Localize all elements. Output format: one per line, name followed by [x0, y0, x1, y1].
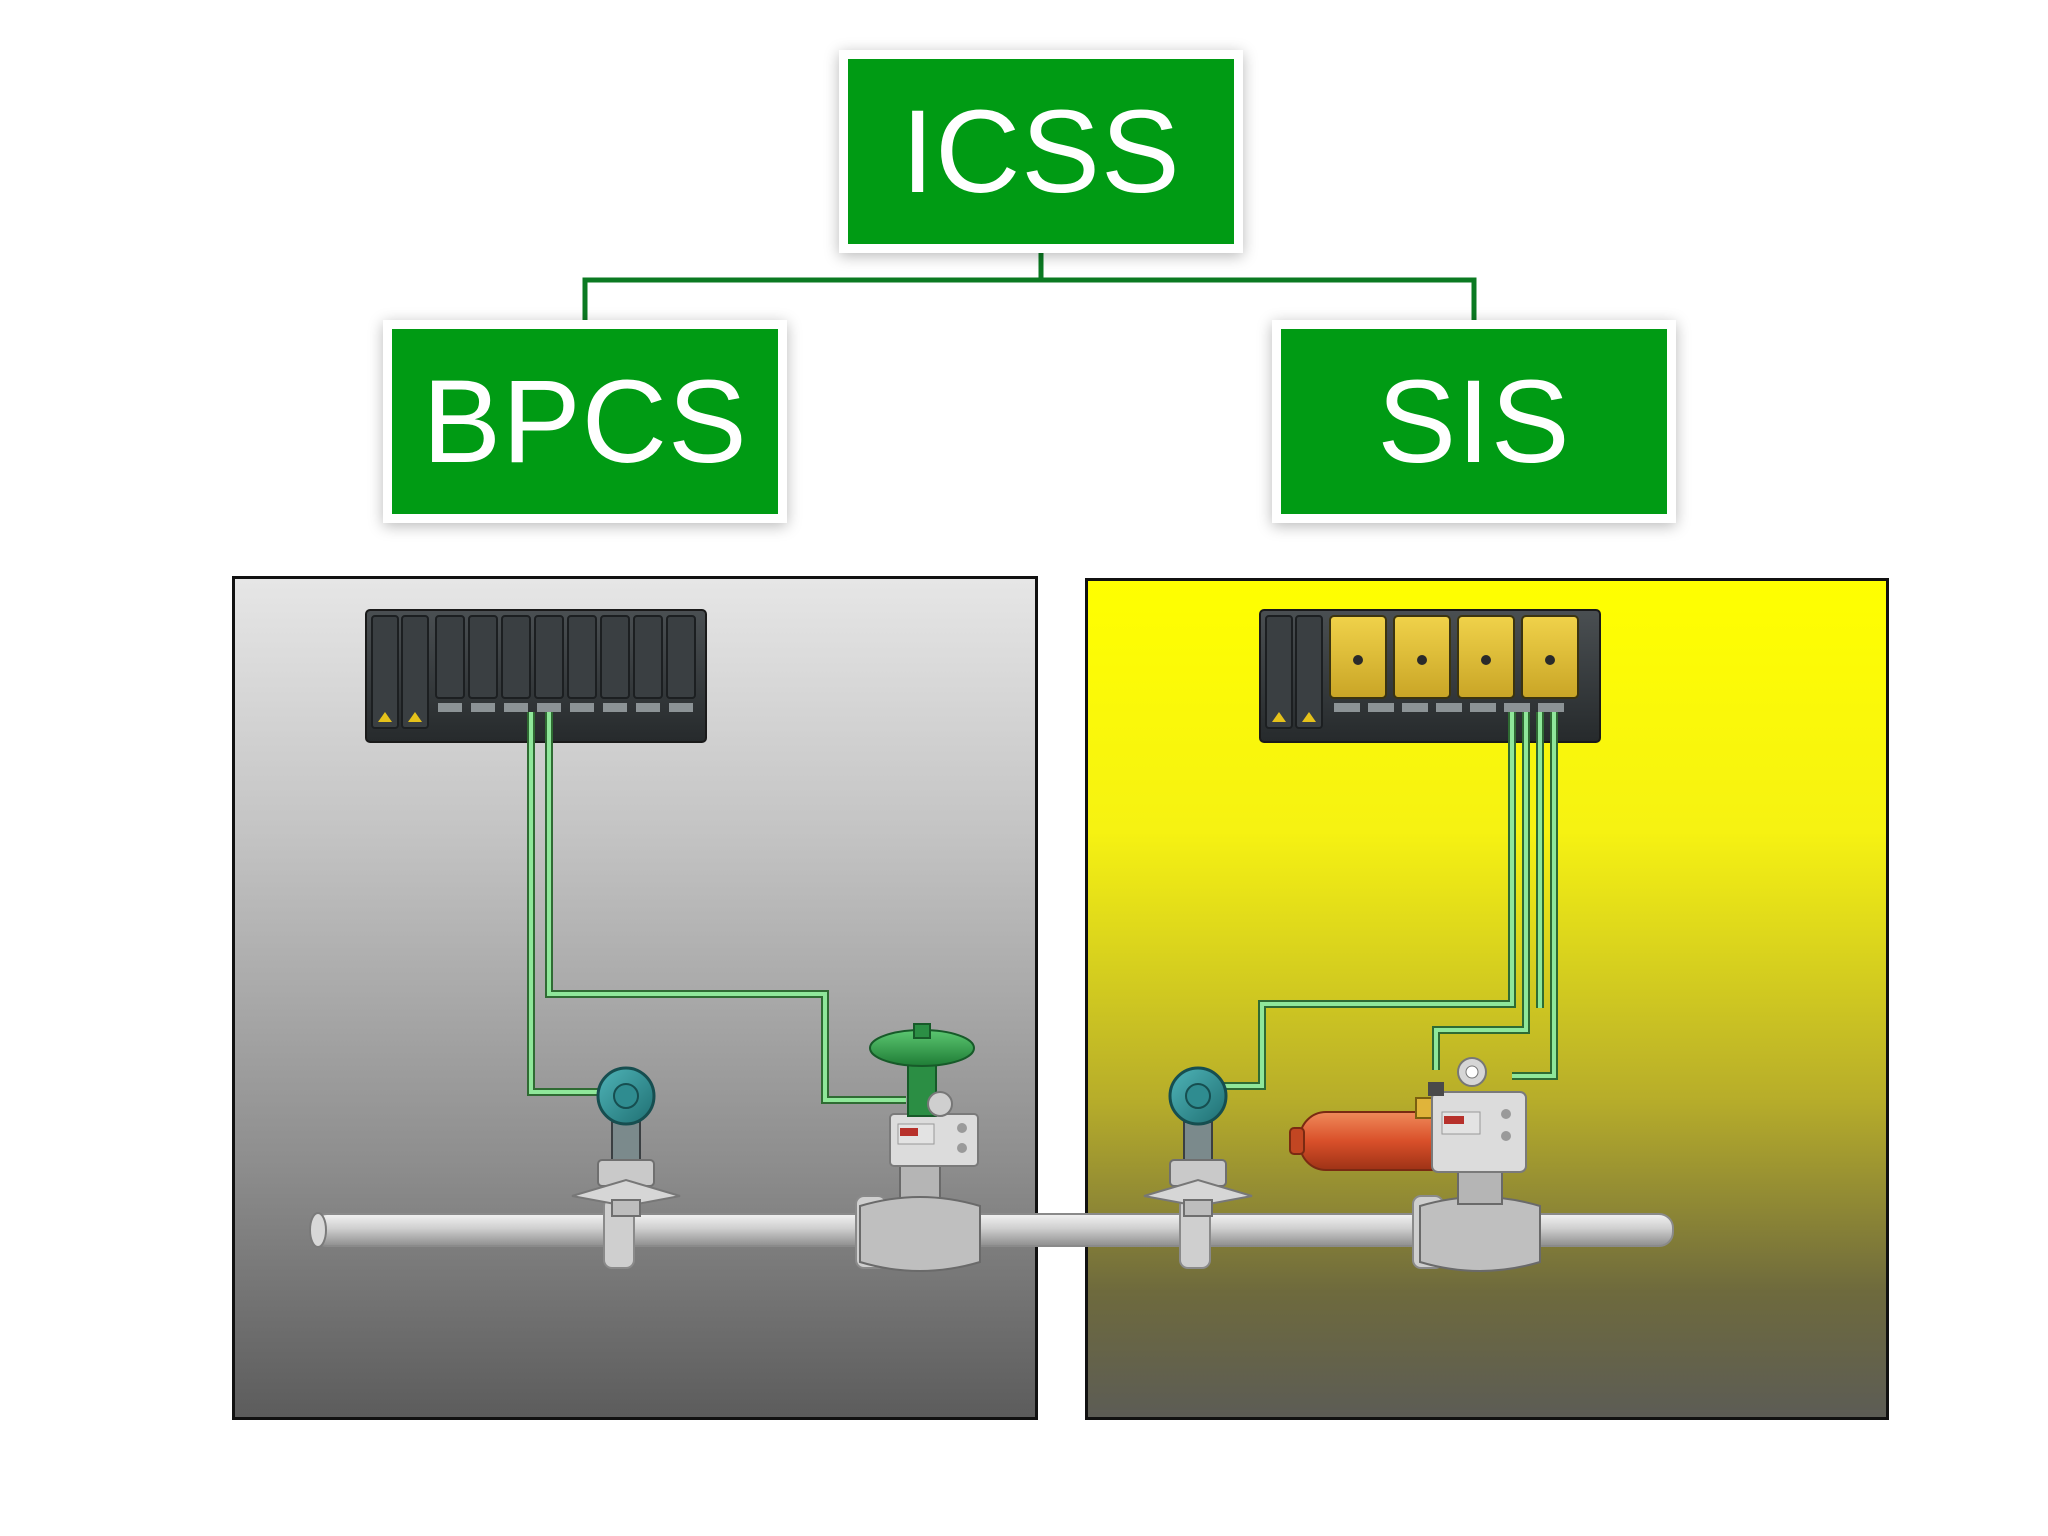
icss-box: ICSS	[848, 59, 1234, 244]
bpcs-pressure-transmitter-icon	[571, 1066, 681, 1217]
sis-signal-wires	[1222, 712, 1558, 1090]
sis-pressure-transmitter-icon	[1143, 1066, 1253, 1217]
bpcs-label: BPCS	[422, 355, 748, 488]
sis-shutdown-valve-icon	[1289, 1057, 1541, 1272]
bpcs-box: BPCS	[392, 329, 778, 514]
bpcs-signal-wires	[527, 712, 906, 1104]
connector-branch	[582, 277, 1477, 322]
icss-label: ICSS	[901, 85, 1181, 218]
sis-box: SIS	[1281, 329, 1667, 514]
bpcs-control-valve-icon	[859, 1023, 981, 1272]
sis-controller-safety-io-rack-icon	[1259, 609, 1601, 743]
bpcs-controller-io-rack-icon	[365, 609, 707, 743]
sis-label: SIS	[1377, 355, 1571, 488]
